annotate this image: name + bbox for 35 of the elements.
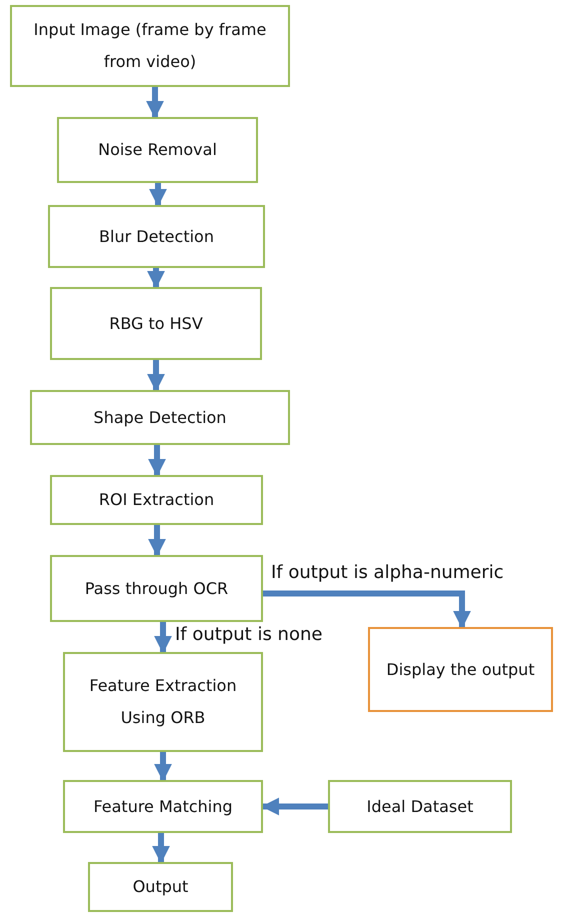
arrow [263,590,471,629]
box-label: Output [132,876,188,898]
box-label: Noise Removal [98,139,217,161]
process-box [50,555,263,622]
arrow [149,183,167,207]
box-label: ROI Extraction [98,489,214,511]
process-box [48,205,265,268]
box-label: Display the output [386,658,535,680]
box-label: Feature Matching [93,796,233,818]
process-box [10,5,290,87]
box-label: Input Image (frame by frame from video) [32,19,268,73]
arrow [147,360,165,392]
box-label: Shape Detection [94,406,226,428]
box-label: Pass through OCR [84,578,228,600]
arrow [148,525,166,557]
process-box [57,117,258,183]
arrow [146,87,164,119]
process-box [328,780,512,833]
arrow [154,752,172,782]
box-label: Feature Extraction Using ORB [88,675,238,729]
process-box [50,287,262,360]
process-box [88,862,233,912]
process-box [63,780,263,833]
process-box [30,390,290,445]
process-box [50,475,263,525]
arrow [154,622,172,654]
box-label: Blur Detection [99,226,214,248]
box-label: RBG to HSV [109,312,203,334]
arrow [152,833,170,864]
arrow [261,798,328,816]
box-label: Ideal Dataset [366,796,474,818]
arrow [147,268,165,289]
arrow [148,445,166,477]
process-box [368,627,553,712]
process-box [63,652,263,752]
